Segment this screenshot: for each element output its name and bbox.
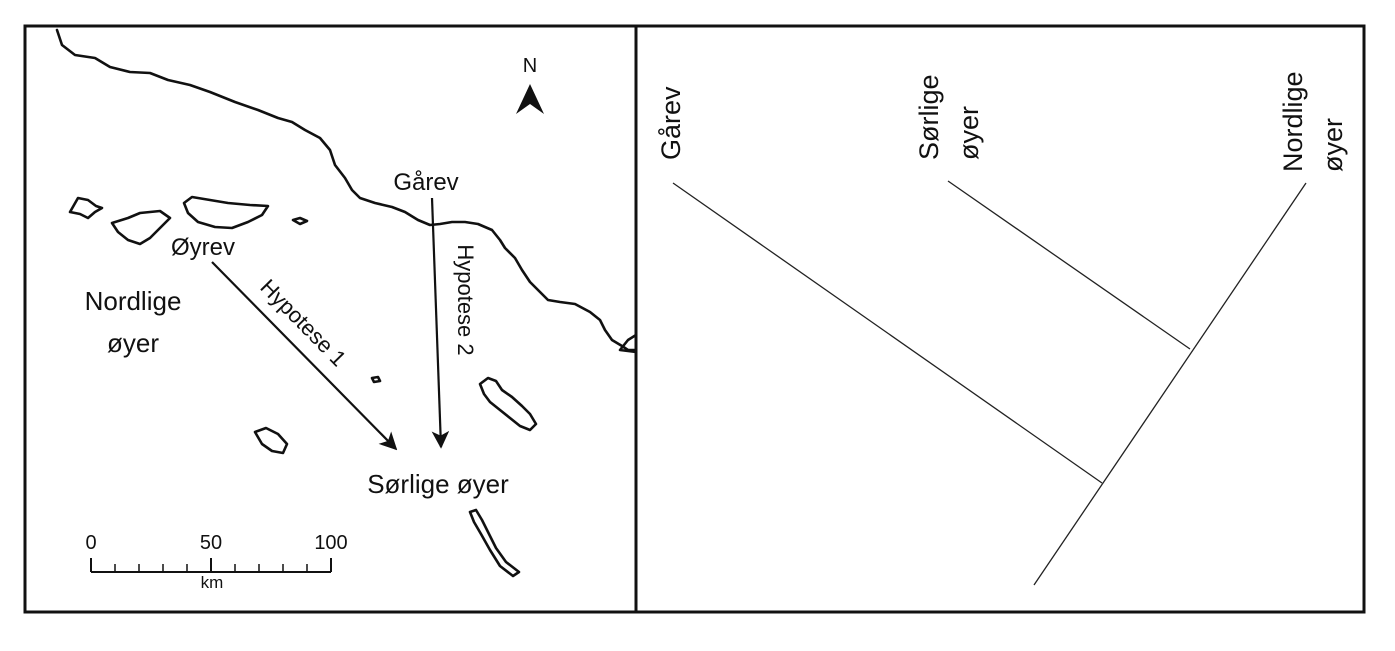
branch-grarev bbox=[672, 182, 1103, 484]
branch-sorlige bbox=[947, 180, 1191, 350]
scale-tick-50: 50 bbox=[200, 532, 222, 554]
taxon-nordlige-line2: øyer bbox=[1318, 118, 1348, 172]
place-nordlige-line2: øyer bbox=[107, 328, 159, 358]
taxon-nordlige-line1: Nordlige bbox=[1278, 71, 1308, 172]
tree-panel: Gårev Sørlige øyer Nordlige øyer bbox=[634, 24, 1366, 614]
hypothesis-2-label: Hypotese 2 bbox=[453, 244, 478, 355]
hypothesis-2-arrow bbox=[430, 197, 450, 449]
island-1 bbox=[68, 196, 104, 220]
island-3 bbox=[182, 195, 270, 230]
tree-frame bbox=[634, 24, 1366, 614]
scale-unit: km bbox=[201, 573, 224, 592]
island-5 bbox=[370, 375, 382, 384]
hypothesis-1-arrow bbox=[211, 261, 398, 451]
taxon-sorlige-line1: Sørlige bbox=[914, 74, 944, 160]
hypothesis-1-label: Hypotese 1 bbox=[255, 274, 351, 371]
scale-tick-100: 100 bbox=[314, 532, 347, 554]
north-arrow-icon bbox=[516, 84, 544, 114]
branch-nordlige bbox=[1033, 182, 1307, 586]
place-grarev: Gårev bbox=[393, 169, 458, 196]
island-7 bbox=[478, 376, 538, 432]
scale-bar: 0 50 100 km bbox=[85, 532, 347, 592]
north-label: N bbox=[523, 55, 537, 77]
scale-tick-0: 0 bbox=[85, 532, 96, 554]
island-8 bbox=[468, 508, 521, 578]
coastline bbox=[55, 28, 638, 352]
map-panel: N Gårev Øyrev Nordlige øyer Sørlige øyer… bbox=[23, 24, 638, 614]
map-frame bbox=[23, 24, 638, 614]
place-sorlige: Sørlige øyer bbox=[367, 469, 509, 499]
place-nordlige-line1: Nordlige bbox=[85, 286, 182, 316]
place-oyrev: Øyrev bbox=[171, 234, 235, 261]
island-6 bbox=[253, 426, 289, 455]
island-4 bbox=[291, 216, 309, 226]
taxon-sorlige-line2: øyer bbox=[954, 106, 984, 160]
coast-spur bbox=[618, 333, 638, 354]
island-2 bbox=[110, 209, 172, 246]
taxon-grarev: Gårev bbox=[656, 86, 686, 160]
